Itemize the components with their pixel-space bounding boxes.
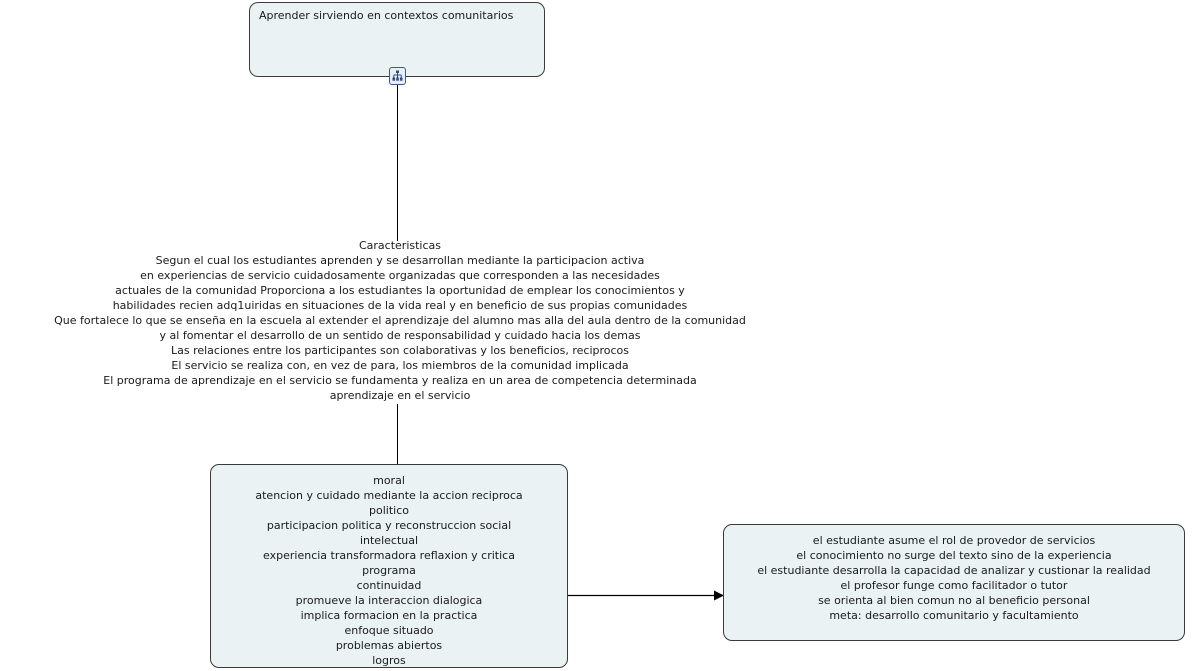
node-root-label: Aprender sirviendo en contextos comunita… [259,9,514,22]
node-roles-text: el estudiante asume el rol de provedor d… [757,534,1151,622]
node-root[interactable]: Aprender sirviendo en contextos comunita… [249,2,545,77]
node-caracteristicas[interactable]: Caracteristicas Segun el cual los estudi… [0,238,800,403]
connector-arrow-dimensiones-to-roles [568,590,724,601]
node-dimensiones-text: moral atencion y cuidado mediante la acc… [255,474,523,667]
hierarchy-icon-glyph [392,70,403,81]
node-dimensiones[interactable]: moral atencion y cuidado mediante la acc… [210,464,568,668]
connector-root-to-caracteristicas [397,84,398,241]
node-caracteristicas-text: Caracteristicas Segun el cual los estudi… [54,239,746,402]
node-roles[interactable]: el estudiante asume el rol de provedor d… [723,524,1185,641]
connector-caracteristicas-to-dimensiones [397,404,398,464]
hierarchy-icon[interactable] [389,67,406,85]
